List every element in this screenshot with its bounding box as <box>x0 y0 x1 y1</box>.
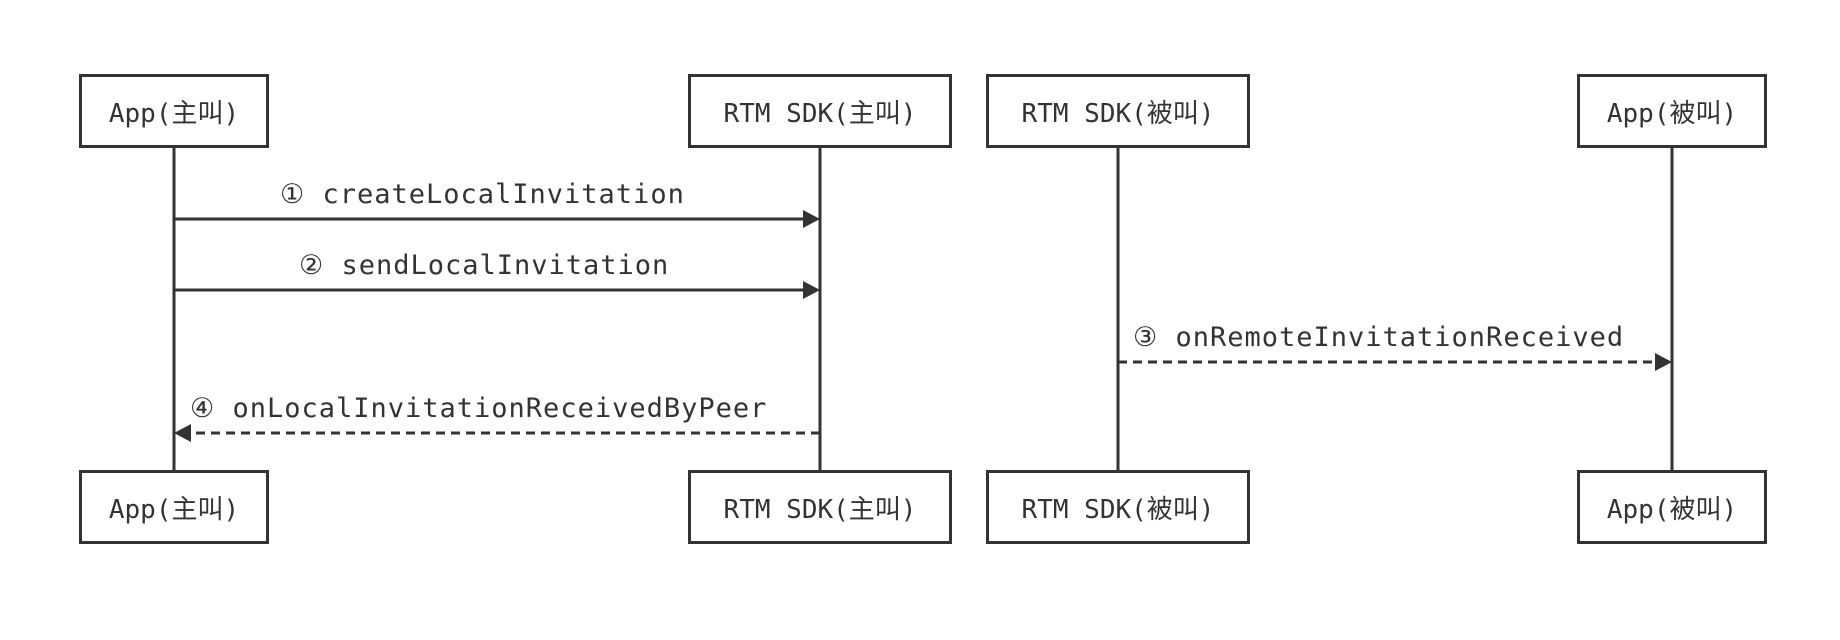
participant-box-caller-sdk-top: RTM SDK(主叫) <box>688 74 952 148</box>
participant-box-callee-app-bottom: App(被叫) <box>1577 470 1767 544</box>
message-arrowhead-3 <box>1655 353 1672 371</box>
participant-box-callee-sdk-top: RTM SDK(被叫) <box>986 74 1250 148</box>
message-label-4: ④ onLocalInvitationReceivedByPeer <box>190 393 768 424</box>
participant-box-caller-app-top: App(主叫) <box>79 74 269 148</box>
participant-box-caller-sdk-bottom: RTM SDK(主叫) <box>688 470 952 544</box>
message-arrowhead-4 <box>174 424 191 442</box>
message-label-3: ③ onRemoteInvitationReceived <box>1133 322 1625 353</box>
participant-box-callee-app-top: App(被叫) <box>1577 74 1767 148</box>
participant-box-caller-app-bottom: App(主叫) <box>79 470 269 544</box>
message-arrowhead-2 <box>803 281 820 299</box>
participant-box-callee-sdk-bottom: RTM SDK(被叫) <box>986 470 1250 544</box>
message-label-1: ① createLocalInvitation <box>280 179 685 210</box>
message-label-2: ② sendLocalInvitation <box>299 250 670 281</box>
message-arrowhead-1 <box>803 210 820 228</box>
